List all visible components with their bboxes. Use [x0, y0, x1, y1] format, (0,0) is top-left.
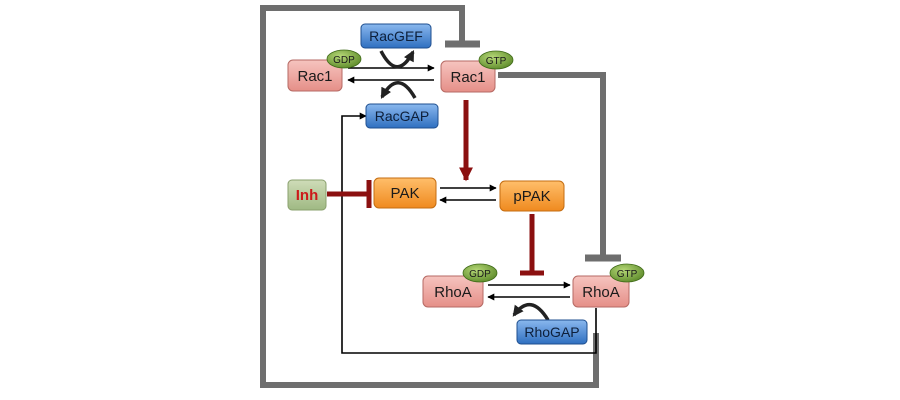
rhoa-gtp-node: RhoA GTP: [572, 263, 645, 308]
racgef-label: RacGEF: [369, 28, 423, 44]
rac1-gtp-node: Rac1 GTP: [440, 50, 514, 93]
inh-node: Inh: [287, 179, 327, 211]
inh-label: Inh: [296, 187, 319, 204]
rac1-gtp-box: [440, 60, 496, 93]
rhoa-gdp-box: [422, 275, 484, 308]
rhoa-reaction-arrows: [487, 281, 571, 301]
racgef-box: [360, 23, 432, 49]
rhogap-catalysis-arrow: [512, 303, 550, 321]
rhoa-gtp-box: [572, 275, 630, 308]
feedback-loops: [260, 5, 621, 388]
gdp-badge: [326, 49, 362, 69]
racgap-label: RacGAP: [375, 108, 429, 124]
rhoa-gdp-badge-label: GDP: [469, 269, 491, 280]
racgef-node: RacGEF: [360, 23, 432, 49]
ppak-node: pPAK: [499, 180, 565, 212]
rhoa-gtp-badge: [609, 263, 645, 283]
gtp-badge: [478, 50, 514, 70]
pak-node: PAK: [373, 177, 437, 209]
racgap-box: [365, 103, 439, 129]
gtp-badge-label: GTP: [486, 56, 507, 67]
racgap-catalysis-arrow: [380, 81, 417, 99]
ppak-box: [499, 180, 565, 212]
rac1-gdp-node: Rac1 GDP: [287, 49, 362, 92]
gdp-badge-label: GDP: [333, 55, 355, 66]
rhoa-gdp-badge: [462, 263, 498, 283]
racgef-catalysis-arrow: [379, 50, 415, 69]
inh-box: [287, 179, 327, 211]
rhogap-node: RhoGAP: [516, 319, 588, 345]
rhoa-to-racgap-arrow: [341, 112, 597, 354]
rhoa-to-rac1-inhibition-line: [260, 5, 599, 388]
rhoa-gtp-badge-label: GTP: [617, 269, 638, 280]
pak-box: [373, 177, 437, 209]
rhogap-box: [516, 319, 588, 345]
rac1-gdp-label: Rac1: [297, 68, 332, 85]
rac1-gtp-label: Rac1: [450, 69, 485, 86]
racgap-node: RacGAP: [365, 103, 439, 129]
pak-reaction-arrows: [439, 184, 497, 204]
rac1-gdp-box: [287, 59, 343, 92]
rhoa-gtp-label: RhoA: [582, 284, 620, 301]
rhoa-gdp-label: RhoA: [434, 284, 472, 301]
rac1-reaction-arrows: [347, 64, 435, 84]
ppak-label: pPAK: [513, 188, 550, 205]
rhoa-gdp-node: RhoA GDP: [422, 263, 498, 308]
pak-label: PAK: [391, 185, 420, 202]
rhogap-label: RhoGAP: [524, 324, 579, 340]
rac1-to-rhoa-inhibition-line: [498, 72, 606, 256]
